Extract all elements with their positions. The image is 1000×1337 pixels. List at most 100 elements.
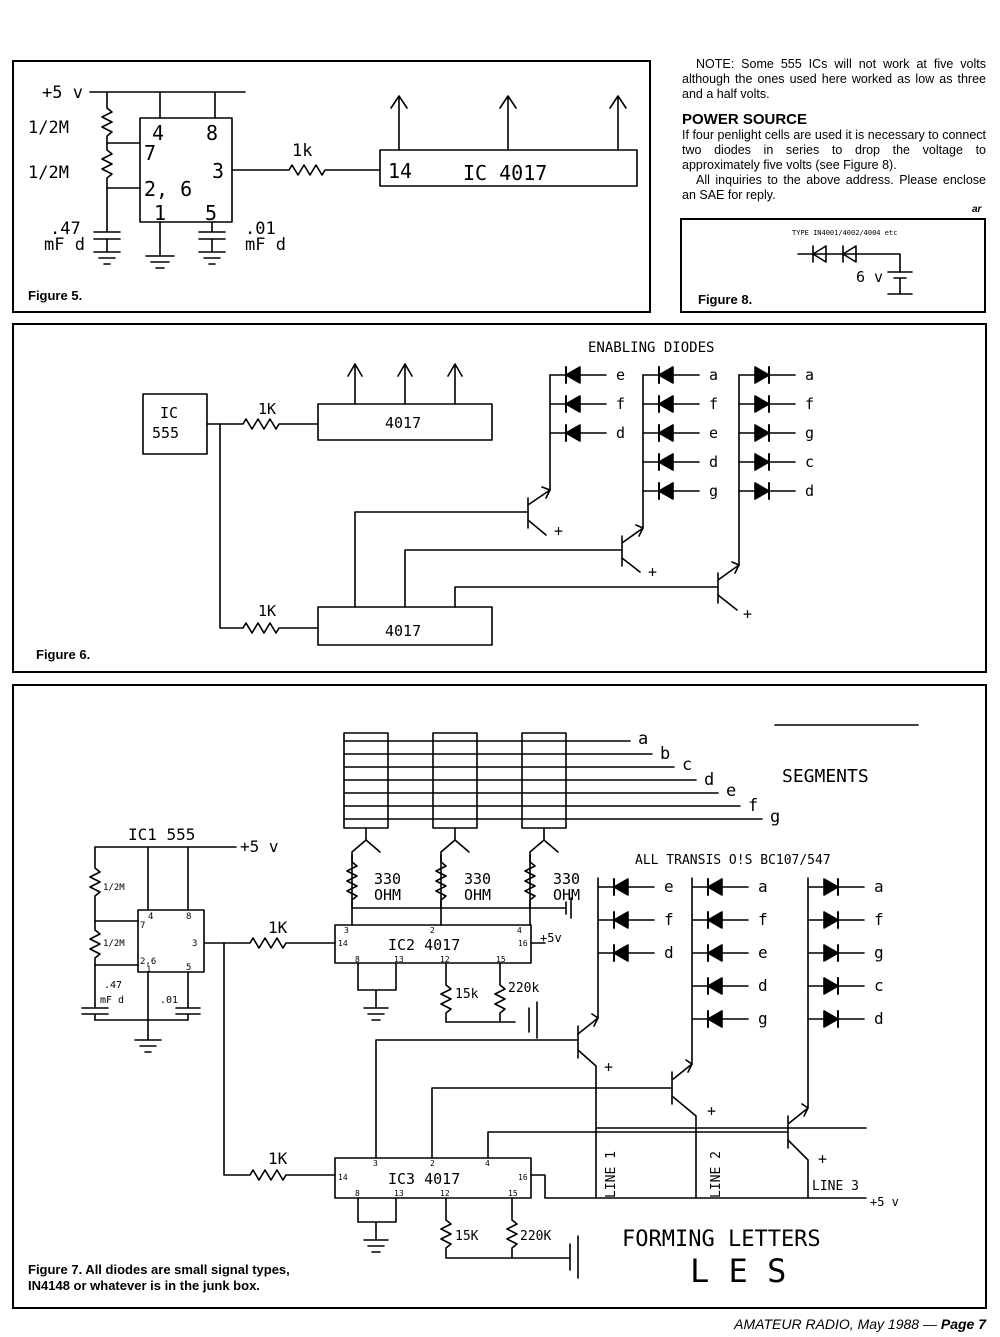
- fig7-diode-1-2: f: [597, 910, 674, 929]
- fig6-diode-1-2: f: [549, 395, 625, 413]
- fig6-ic-label: IC: [160, 404, 178, 422]
- figure-6-labels: IC 555 1K 1K 4017 4017 ENABLING DIODES +…: [152, 340, 752, 640]
- fig6-diode-label-1-3: d: [616, 424, 625, 442]
- fig7-diode-label-3-4: c: [874, 976, 884, 995]
- figure-7-caption-line2: IN4148 or whatever is in the junk box.: [28, 1278, 260, 1293]
- fig7-ic2: IC2 4017: [388, 936, 460, 954]
- fig5-resistor: 1k: [292, 141, 312, 161]
- fig7-ic3-p14: 14: [338, 1173, 348, 1182]
- fig6-diode-2-3: e: [642, 424, 718, 442]
- figure-6-caption: Figure 6.: [36, 647, 91, 662]
- fig7-ohm3-bot: OHM: [553, 886, 580, 904]
- article-end-mark: ar: [972, 204, 982, 215]
- fig6-counter2: 4017: [385, 622, 421, 640]
- fig5-pin3: 3: [212, 159, 224, 183]
- fig5-supply: +5 v: [42, 83, 83, 103]
- fig6-diode-2-1: a: [642, 366, 718, 384]
- fig6-diode-3-5: d: [738, 482, 814, 500]
- fig7-ic3-p16: 16: [518, 1173, 528, 1182]
- fig7-pin4: 4: [148, 912, 153, 922]
- note-paragraph: NOTE: Some 555 ICs will not work at five…: [682, 57, 986, 101]
- fig7-r15k: 15k: [455, 987, 479, 1002]
- fig7-ic2-p3: 3: [344, 926, 349, 935]
- fig7-diode-label-2-1: a: [758, 877, 768, 896]
- fig7-segment-label-f: f: [748, 796, 758, 816]
- fig5-pin5: 5: [205, 201, 217, 225]
- fig6-diode-3-4: c: [738, 453, 814, 471]
- fig6-diode-3-2: f: [738, 395, 814, 413]
- fig7-diode-label-1-1: e: [664, 877, 674, 896]
- fig7-ohm2-top: 330: [464, 870, 491, 888]
- fig5-pin7: 7: [144, 141, 156, 165]
- figure-8-schematic: [797, 245, 913, 295]
- fig7-diode-1-1: e: [597, 877, 674, 896]
- fig7-les: L E S: [690, 1252, 786, 1290]
- fig7-diode-2-3: e: [691, 943, 768, 962]
- fig6-diode-2-2: f: [642, 395, 718, 413]
- fig7-line2: LINE 2: [709, 1151, 724, 1198]
- fig5-ic-name: IC 4017: [463, 161, 547, 185]
- fig5-pin1: 1: [154, 201, 166, 225]
- fig7-ic2-p4: 4: [517, 926, 522, 935]
- fig5-c2a: .01: [245, 219, 276, 239]
- fig5-c2b: mF d: [245, 235, 286, 255]
- fig7-ic3-p13: 13: [394, 1189, 404, 1198]
- fig7-segment-label-e: e: [726, 781, 736, 801]
- fig6-diode-2-5: g: [642, 482, 718, 500]
- fig7-pin3: 3: [192, 939, 197, 949]
- fig7-diode-3-3: g: [807, 943, 884, 962]
- fig7-diode-label-3-5: d: [874, 1009, 884, 1028]
- fig7-r220k-b: 220K: [520, 1229, 551, 1244]
- fig7-diode-3-5: d: [807, 1009, 884, 1028]
- fig7-ic2-p15: 15: [496, 955, 506, 964]
- fig5-c1a: .47: [50, 219, 81, 239]
- fig5-r2: 1/2M: [28, 163, 69, 183]
- fig7-segments-title: SEGMENTS: [782, 766, 869, 787]
- fig7-ic3-p12: 12: [440, 1189, 450, 1198]
- fig6-diodes-title: ENABLING DIODES: [588, 340, 714, 356]
- fig8-type: TYPE IN4001/4002/4004 etc: [792, 229, 897, 237]
- fig6-diode-label-2-4: d: [709, 453, 718, 471]
- fig7-diode-label-2-5: g: [758, 1009, 768, 1028]
- fig6-counter1: 4017: [385, 414, 421, 432]
- fig7-diode-label-3-2: f: [874, 910, 884, 929]
- fig7-diode-label-3-3: g: [874, 943, 884, 962]
- fig7-ic3-p4: 4: [485, 1159, 490, 1168]
- footer-page: Page 7: [940, 1316, 986, 1332]
- fig7-diode-label-3-1: a: [874, 877, 884, 896]
- fig7-diode-2-5: g: [691, 1009, 768, 1028]
- fig6-diode-label-2-2: f: [709, 395, 718, 413]
- fig6-diode-label-3-4: c: [805, 453, 814, 471]
- fig6-diode-label-1-1: e: [616, 366, 625, 384]
- fig7-res-a: 1K: [268, 918, 288, 937]
- fig6-diode-label-3-2: f: [805, 395, 814, 413]
- fig5-pin8: 8: [206, 121, 218, 145]
- fig6-diode-label-3-1: a: [805, 366, 814, 384]
- fig7-r220k: 220k: [508, 981, 539, 996]
- fig7-ic2-p13: 13: [394, 955, 404, 964]
- figure-5-caption: Figure 5.: [28, 288, 83, 303]
- fig7-ic2-p16: 16: [518, 939, 528, 948]
- fig7-diode-label-2-2: f: [758, 910, 768, 929]
- fig7-c1b: mF d: [100, 995, 124, 1006]
- fig7-res-b: 1K: [268, 1149, 288, 1168]
- fig7-pin8: 8: [186, 912, 191, 922]
- fig6-diode-label-3-3: g: [805, 424, 814, 442]
- figure-8-caption: Figure 8.: [698, 292, 753, 307]
- figure-7-schematic: [81, 724, 919, 1279]
- fig7-plus-3: +: [818, 1150, 827, 1168]
- figure-8-panel: [680, 218, 986, 313]
- fig7-segment-label-g: g: [770, 807, 780, 827]
- fig6-diode-1-1: e: [549, 366, 625, 384]
- fig7-ic2-p14: 14: [338, 939, 348, 948]
- fig7-pin1: 1: [146, 965, 151, 975]
- fig7-ic3-p2: 2: [430, 1159, 435, 1168]
- fig7-ic2-p2: 2: [430, 926, 435, 935]
- figure-5-labels: +5 v 1/2M 1/2M 4 8 7 2, 6 3 1 5 .47 mF d…: [28, 83, 547, 255]
- fig7-diode-1-3: d: [597, 943, 674, 962]
- fig7-ic1: IC1 555: [128, 825, 195, 844]
- fig7-forming-title: FORMING LETTERS: [622, 1227, 821, 1252]
- fig7-diode-2-4: d: [691, 976, 768, 995]
- fig7-pin26: 2,6: [140, 957, 156, 967]
